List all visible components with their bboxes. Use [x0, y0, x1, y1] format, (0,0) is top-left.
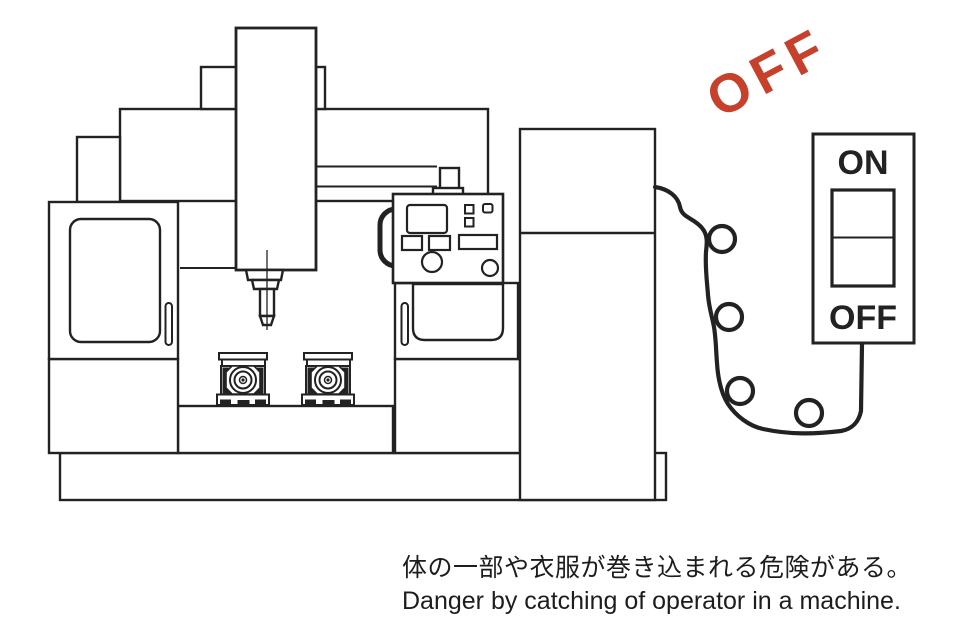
- spindle-head: [234, 26, 318, 330]
- right-door-window: [411, 282, 505, 342]
- cord-loop-3: [724, 375, 756, 407]
- caption-english: Danger by catching of operator in a mach…: [402, 587, 901, 615]
- panel-knob-small: [480, 258, 500, 278]
- spindle-nose-mid: [250, 278, 281, 291]
- right-door: [393, 281, 520, 361]
- switch-off-label: OFF: [829, 299, 897, 337]
- panel-button-wide: [457, 233, 499, 251]
- left-door-window: [68, 217, 162, 344]
- right-door-handle: [400, 302, 409, 346]
- cord-loop-4: [793, 397, 825, 429]
- panel-screen: [405, 203, 449, 235]
- left-step-block: [75, 135, 122, 204]
- pendant-mount-top: [438, 166, 461, 191]
- switch-on-label: ON: [838, 144, 889, 182]
- cord-loop-1: [706, 223, 738, 255]
- control-panel: [391, 192, 505, 285]
- right-column: [518, 127, 657, 502]
- panel-key-1: [464, 204, 475, 215]
- left-door-handle: [164, 302, 173, 346]
- machine-table: [176, 404, 395, 455]
- work-fixture-2: [301, 352, 355, 406]
- lower-left-panel: [47, 357, 180, 455]
- spindle-nose-wide: [244, 268, 285, 282]
- machine-body: [47, 26, 668, 502]
- panel-button-1: [400, 234, 424, 252]
- lower-right-panel: [393, 357, 522, 455]
- left-door: [47, 200, 180, 361]
- panel-key-2: [482, 203, 494, 214]
- cord-loop-2: [713, 301, 745, 333]
- panel-button-2: [427, 234, 452, 252]
- power-switch-plate: ON OFF: [811, 132, 916, 345]
- caption: 体の一部や衣服が巻き込まれる危険がある。 Danger by catching …: [402, 551, 912, 617]
- work-fixture-1: [216, 352, 270, 406]
- power-cord: [652, 184, 865, 436]
- panel-key-3: [464, 217, 475, 228]
- caption-japanese: 体の一部や衣服が巻き込まれる危険がある。: [402, 554, 913, 582]
- panel-knob-large: [420, 250, 444, 274]
